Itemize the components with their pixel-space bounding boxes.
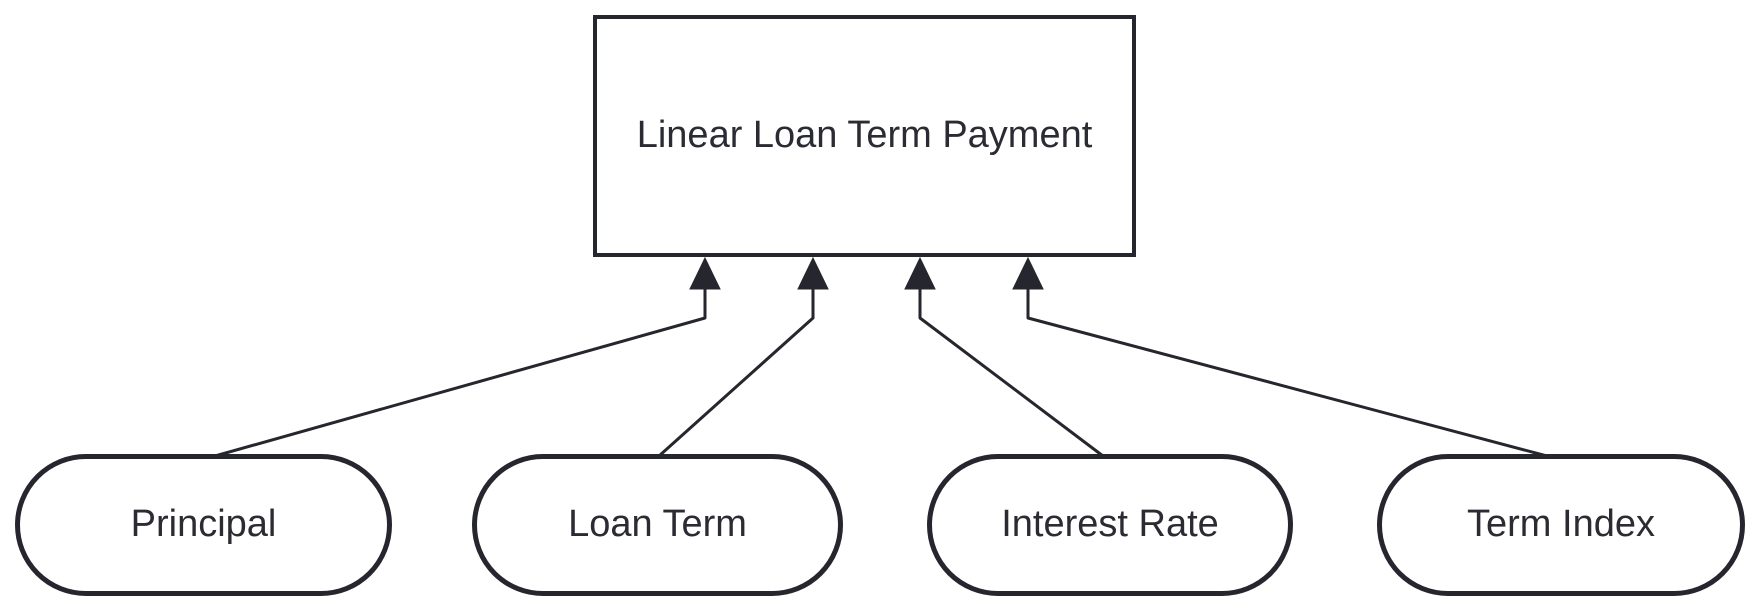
edge-principal xyxy=(213,256,721,458)
edge-term-index xyxy=(1012,256,1549,458)
node-label: Term Index xyxy=(1467,503,1655,546)
arrowhead xyxy=(1012,256,1044,290)
connector-line xyxy=(1026,285,1549,458)
node-label: Principal xyxy=(130,503,277,546)
connector-line xyxy=(918,285,1105,458)
node-term-index: Term Index xyxy=(1377,454,1745,596)
node-label: Interest Rate xyxy=(1001,503,1219,546)
node-label: Loan Term xyxy=(568,503,747,546)
node-loan-term: Loan Term xyxy=(472,454,843,596)
node-interest-rate: Interest Rate xyxy=(927,454,1293,596)
node-label: Linear Loan Term Payment xyxy=(636,114,1093,157)
node-principal: Principal xyxy=(15,454,392,596)
arrowhead xyxy=(797,256,829,290)
edge-interest-rate xyxy=(904,256,1105,458)
connector-line xyxy=(213,285,707,458)
connector-line xyxy=(657,285,815,458)
arrowhead xyxy=(904,256,936,290)
edge-loan-term xyxy=(657,256,829,458)
arrowhead xyxy=(689,256,721,290)
node-linear-loan-term-payment: Linear Loan Term Payment xyxy=(593,15,1136,257)
